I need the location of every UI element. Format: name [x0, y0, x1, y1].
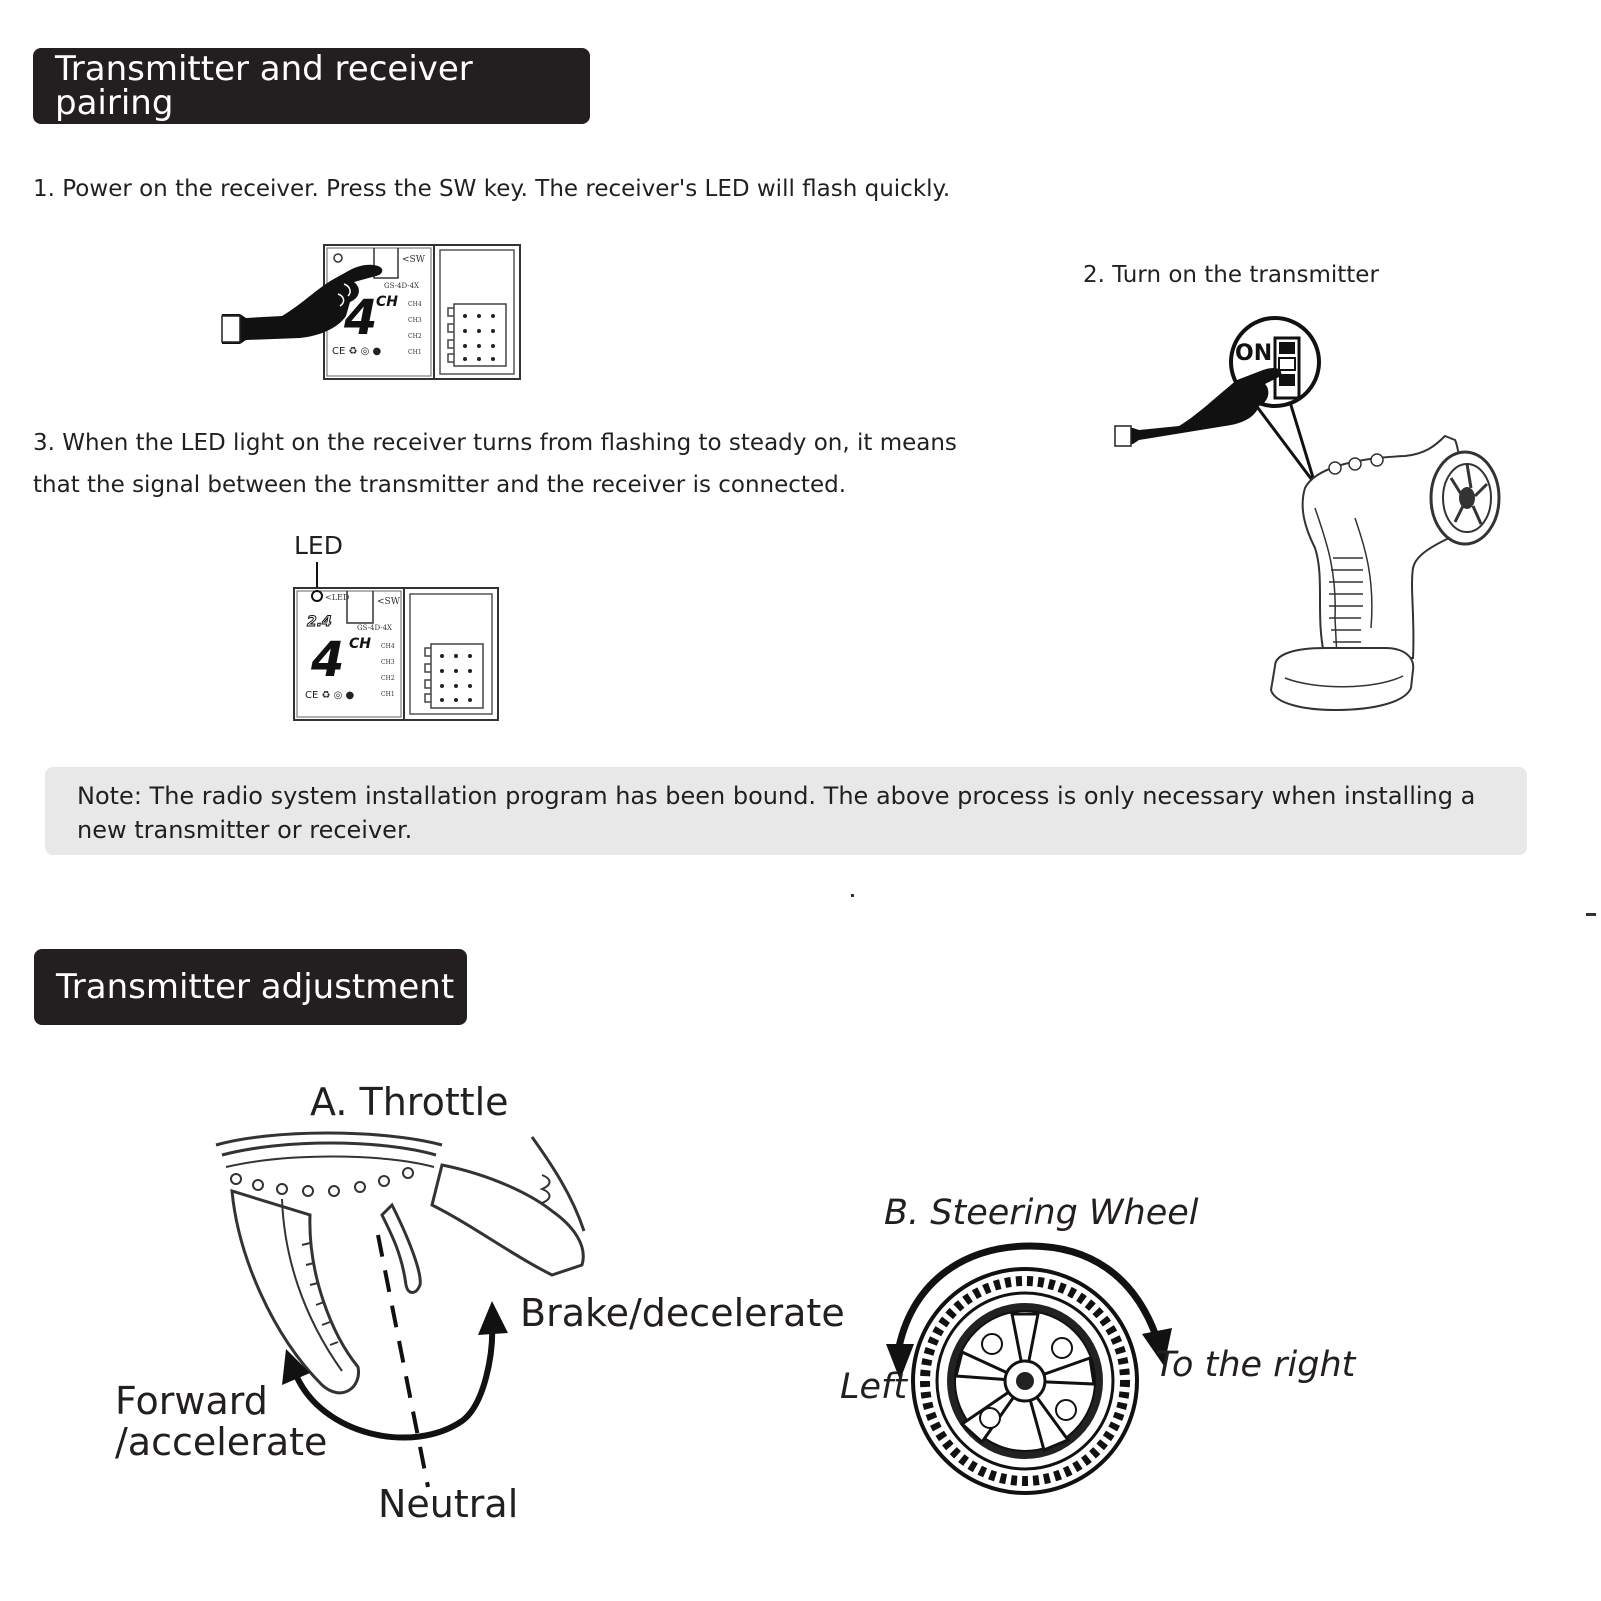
throttle-title: A. Throttle [310, 1080, 509, 1124]
step-3-line-1: 3. When the LED light on the receiver tu… [33, 430, 957, 456]
stray-dot [851, 894, 854, 897]
section-header-adjustment: Transmitter adjustment [34, 949, 467, 1025]
section-header-pairing-text: Transmitter and receiver pairing [55, 49, 473, 123]
on-label: ON [1235, 341, 1272, 366]
svg-text:<SW: <SW [377, 597, 401, 607]
svg-text:GS-4D-4X: GS-4D-4X [384, 282, 419, 290]
step-2-text: 2. Turn on the transmitter [1083, 262, 1379, 288]
svg-text:4: 4 [310, 632, 344, 688]
svg-text:CH3: CH3 [381, 659, 395, 666]
svg-text:CH: CH [376, 294, 398, 310]
throttle-brake-label: Brake/decelerate [520, 1291, 845, 1335]
transmitter-illustration: ON [1114, 316, 1501, 712]
note-box: Note: The radio system installation prog… [45, 767, 1527, 855]
receiver-with-hand-illustration: <SW GS-4D-4X 4 CH CH4 CH3 CH2 CH1 CE ♻ ◎… [221, 244, 521, 380]
led-label: LED [294, 531, 343, 560]
receiver-led-illustration: <LED <SW GS-4D-4X 2.4 4 CH CH4 CH3 CH2 C… [293, 562, 499, 721]
steering-wheel-illustration [886, 1242, 1172, 1495]
svg-text:CH4: CH4 [408, 301, 422, 308]
section-header-pairing: Transmitter and receiver pairing [33, 48, 590, 124]
svg-text:<LED: <LED [325, 593, 349, 602]
step-1-text: 1. Power on the receiver. Press the SW k… [33, 176, 951, 202]
throttle-illustration [215, 1131, 586, 1488]
throttle-forward-label-line-2: /accelerate [115, 1420, 328, 1464]
section-header-adjustment-text: Transmitter adjustment [56, 967, 455, 1007]
svg-text:2.4: 2.4 [307, 614, 332, 630]
svg-text:CH1: CH1 [381, 691, 395, 698]
steering-title: B. Steering Wheel [884, 1193, 1199, 1233]
svg-text:CE ♻ ◎ ●: CE ♻ ◎ ● [305, 690, 355, 701]
svg-text:CE ♻ ◎ ●: CE ♻ ◎ ● [332, 346, 382, 357]
steering-right-label: To the right [1155, 1345, 1356, 1385]
step-3-line-2: that the signal between the transmitter … [33, 472, 847, 498]
throttle-forward-label-line-1: Forward [115, 1379, 268, 1423]
stray-dash [1586, 913, 1596, 916]
steering-left-label: Left [840, 1367, 908, 1407]
svg-text:<SW: <SW [402, 255, 426, 265]
svg-text:CH1: CH1 [408, 349, 422, 356]
note-text: Note: The radio system installation prog… [77, 782, 1476, 844]
svg-text:CH: CH [349, 636, 371, 652]
svg-text:CH3: CH3 [408, 317, 422, 324]
svg-text:CH4: CH4 [381, 643, 395, 650]
svg-text:GS-4D-4X: GS-4D-4X [357, 624, 392, 632]
svg-text:CH2: CH2 [381, 675, 395, 682]
svg-text:CH2: CH2 [408, 333, 422, 340]
throttle-neutral-label: Neutral [378, 1482, 519, 1526]
